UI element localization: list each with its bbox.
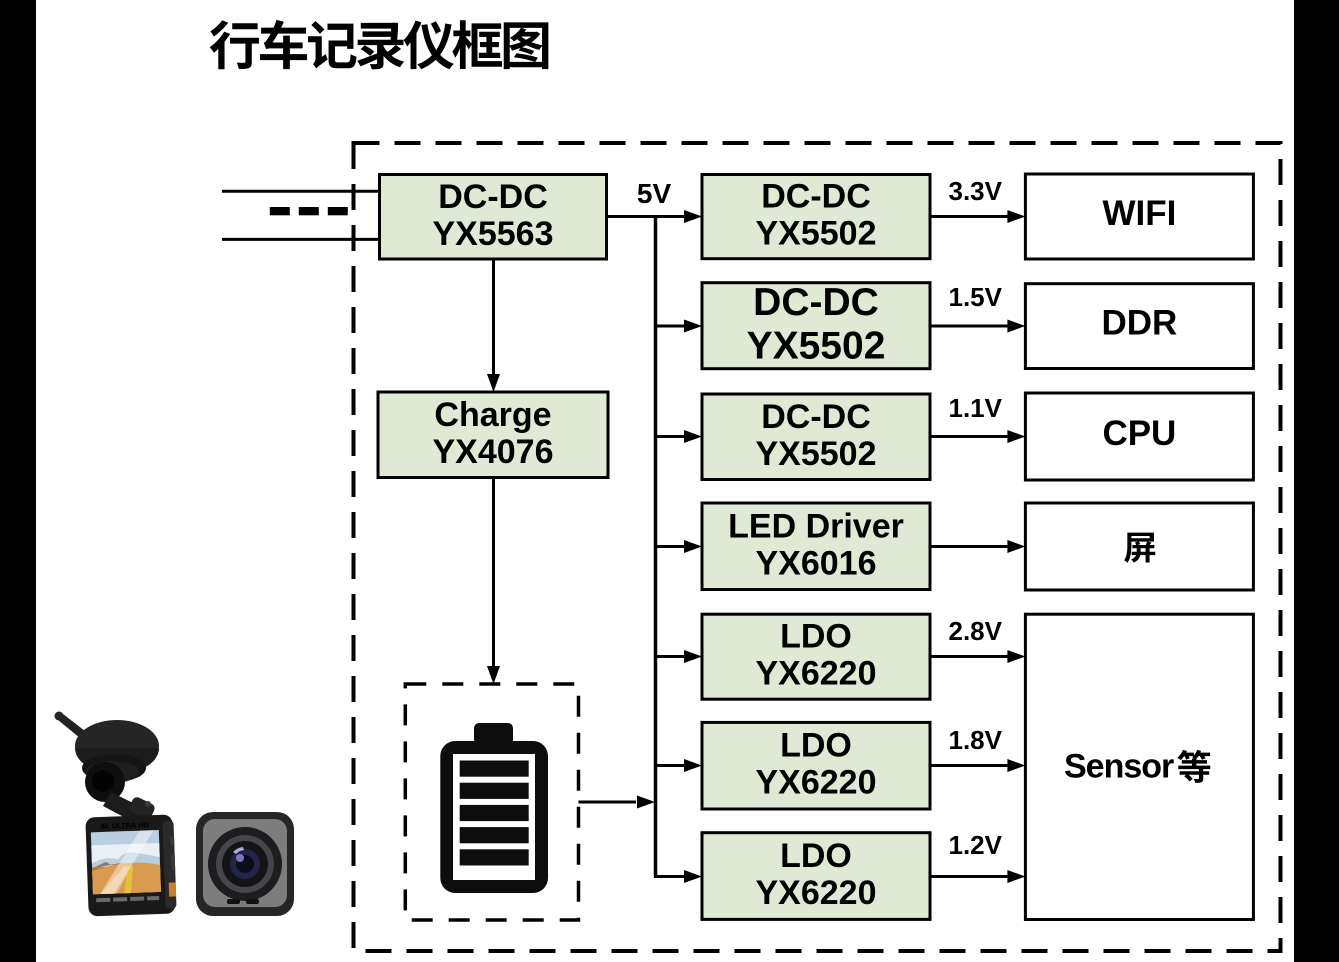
svg-text:DC-DC: DC-DC [761,178,871,216]
svg-text:YX5502: YX5502 [756,435,877,473]
svg-text:1.5V: 1.5V [949,282,1003,312]
svg-text:DC-DC: DC-DC [761,398,871,436]
svg-text:1.2V: 1.2V [949,830,1003,860]
svg-text:YX6016: YX6016 [756,544,877,582]
svg-text:1.8V: 1.8V [949,725,1003,755]
svg-text:YX4076: YX4076 [433,433,554,471]
svg-text:Charge: Charge [434,396,551,434]
svg-text:LDO: LDO [780,618,852,656]
svg-text:4K ULTRA HD: 4K ULTRA HD [100,820,150,831]
svg-text:YX5502: YX5502 [747,325,886,368]
svg-text:1.1V: 1.1V [949,393,1003,423]
svg-text:CPU: CPU [1102,414,1176,453]
svg-text:WIFI: WIFI [1102,194,1176,233]
svg-text:YX6220: YX6220 [756,874,877,912]
svg-text:LED Driver: LED Driver [728,507,904,545]
svg-text:LDO: LDO [780,837,852,875]
svg-text:YX6220: YX6220 [756,764,877,802]
svg-text:YX5502: YX5502 [756,215,877,253]
svg-text:YX6220: YX6220 [756,655,877,693]
svg-text:YX5563: YX5563 [433,215,554,253]
svg-text:LDO: LDO [780,727,852,765]
svg-text:DC-DC: DC-DC [753,281,879,324]
svg-text:Sensor: Sensor [1064,748,1174,786]
svg-text:5V: 5V [637,178,672,209]
svg-text:2.8V: 2.8V [949,616,1003,646]
svg-text:DDR: DDR [1101,304,1177,343]
svg-text:3.3V: 3.3V [949,176,1003,206]
svg-text:DC-DC: DC-DC [438,178,548,216]
